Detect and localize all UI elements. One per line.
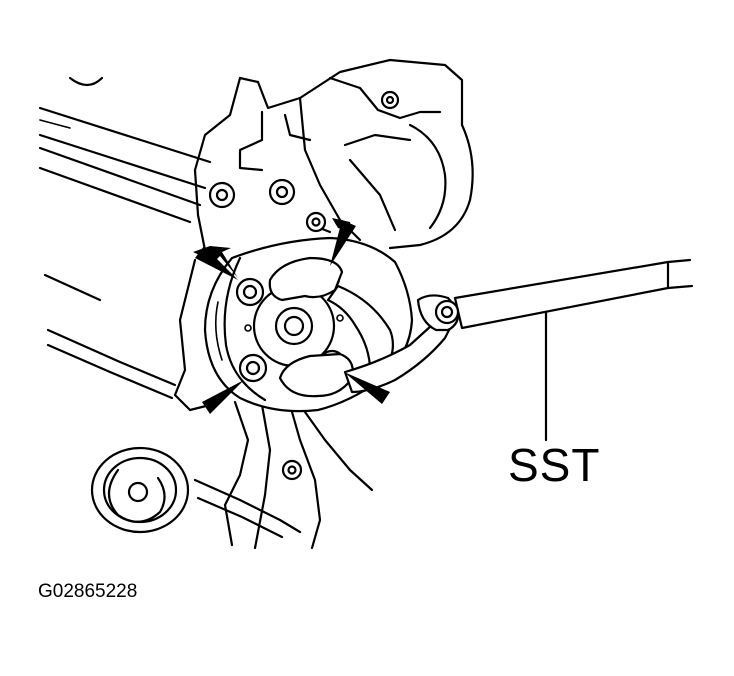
drive-shaft-boot (90, 446, 190, 534)
figure-id: G02865228 (38, 581, 138, 602)
lower-arm (193, 396, 374, 550)
arrow-lower-left-icon (202, 380, 244, 414)
bolt-arrows (193, 218, 390, 414)
tool-label: SST (508, 439, 601, 491)
chassis-frame (38, 76, 212, 400)
arrow-lower-right-icon (344, 372, 390, 404)
knuckle-bolts (208, 90, 400, 233)
sst-tool (268, 256, 694, 442)
